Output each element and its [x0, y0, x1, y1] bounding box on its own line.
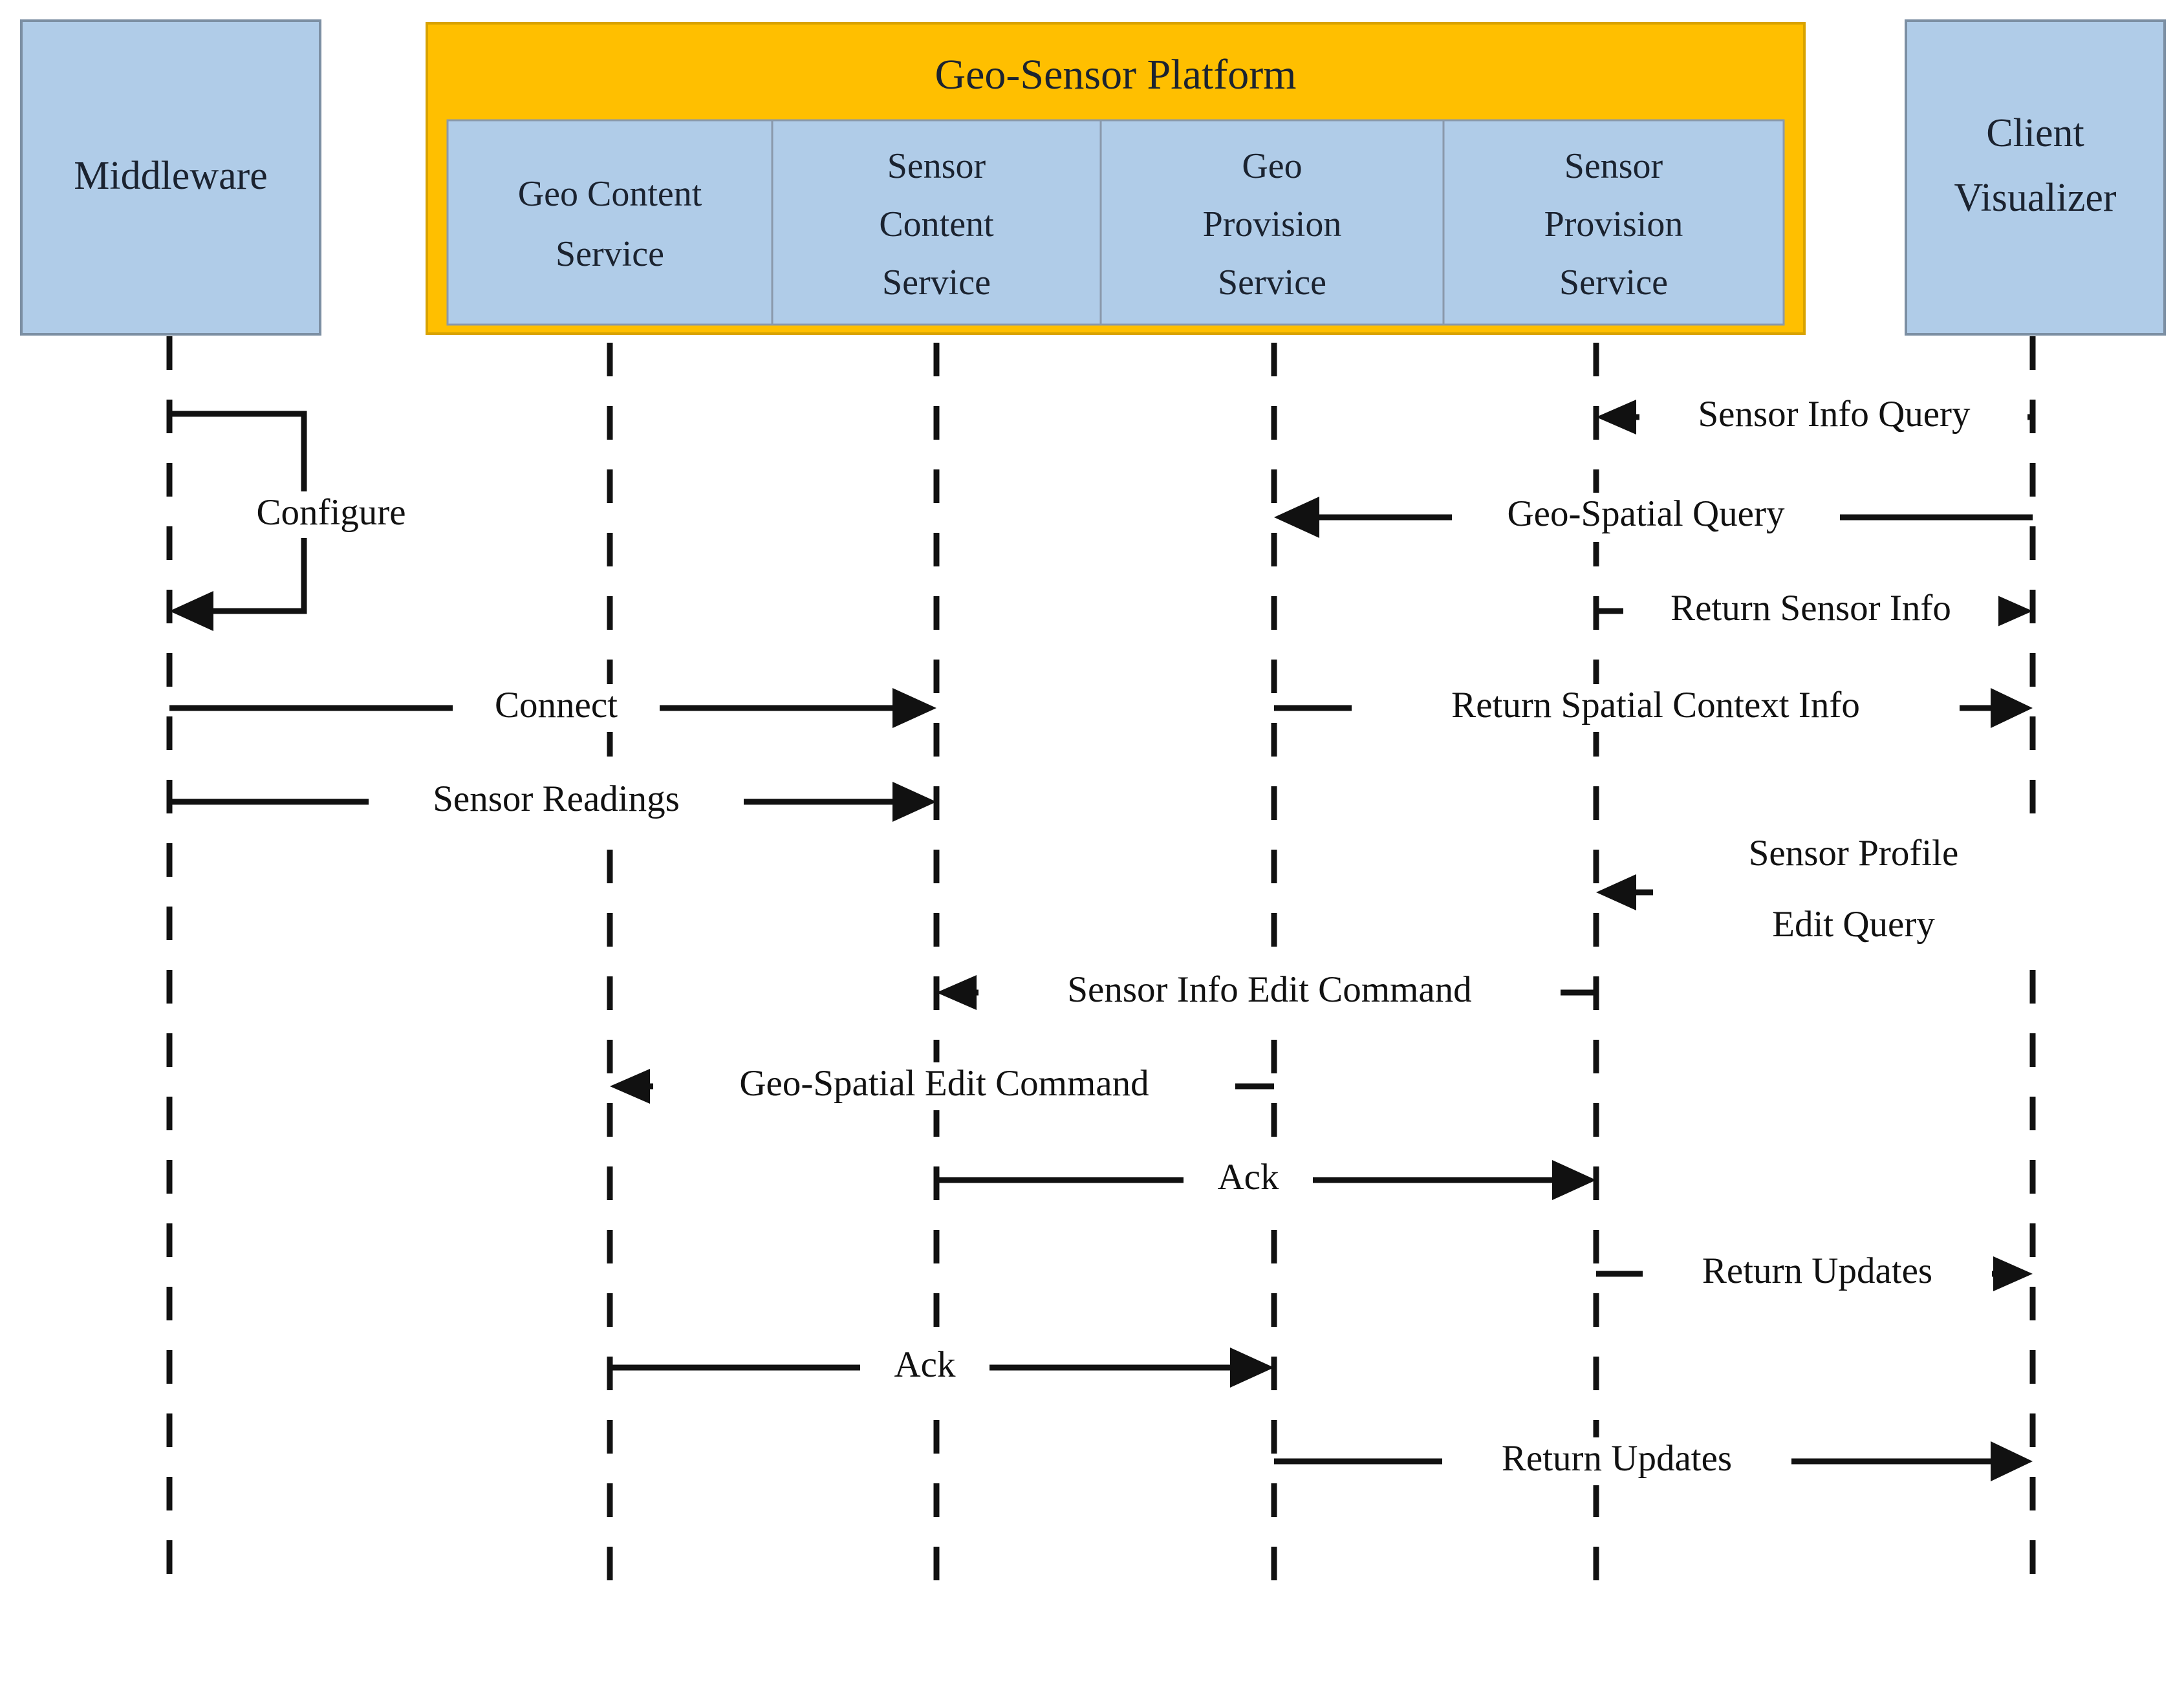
- message-return-sensor-info-label: Return Sensor Info: [1670, 588, 1951, 629]
- participant-box-middleware: [20, 19, 321, 336]
- participant-label-geo-provision-line1: Geo: [1242, 146, 1302, 186]
- message-connect[interactable]: Connect: [169, 684, 936, 732]
- message-geo-spatial-edit-command-arrowhead: [610, 1069, 650, 1104]
- message-sensor-info-edit-command-label-bg: [978, 969, 1561, 1016]
- participant-label-geo-content-line2: Service: [556, 234, 664, 274]
- message-ack-geo[interactable]: Ack: [610, 1344, 1274, 1392]
- message-sensor-readings[interactable]: Sensor Readings: [169, 778, 936, 826]
- participant-label-geo-provision-line3: Service: [1218, 263, 1326, 303]
- participant-label-sensor-content-line2: Content: [879, 204, 994, 244]
- participant-middleware[interactable]: Middleware: [20, 19, 321, 336]
- message-geo-spatial-edit-command[interactable]: Geo-Spatial Edit Command: [610, 1062, 1274, 1110]
- message-sensor-profile-edit-query-arrowhead: [1596, 874, 1636, 910]
- participant-label-sensor-content-line1: Sensor: [887, 146, 986, 186]
- message-connect-label: Connect: [495, 685, 618, 725]
- message-sensor-info-edit-command-arrowhead: [936, 975, 977, 1010]
- message-configure[interactable]: Configure: [169, 411, 472, 631]
- participant-label-sensor-provision-line3: Service: [1559, 263, 1668, 303]
- message-return-spatial-context-info-label-bg: [1352, 684, 1960, 732]
- message-sensor-info-query[interactable]: Sensor Info Query: [1596, 393, 2033, 441]
- message-return-sensor-info-arrowhead: [1993, 594, 2033, 629]
- message-return-spatial-context-info[interactable]: Return Spatial Context Info: [1274, 684, 2033, 732]
- participant-sensor-provision[interactable]: Sensor Provision Service: [1442, 119, 1785, 326]
- participant-label-sensor-content-line3: Service: [882, 263, 991, 303]
- message-return-updates-geo-arrowhead: [1991, 1441, 2033, 1481]
- message-connect-label-bg: [453, 684, 660, 732]
- participant-sensor-content[interactable]: Sensor Content Service: [771, 119, 1102, 326]
- message-sensor-info-query-label-bg: [1639, 393, 2027, 441]
- geo-sensor-platform-group[interactable]: Geo-Sensor Platform Geo Content Service …: [426, 22, 1806, 335]
- message-sensor-readings-label: Sensor Readings: [433, 779, 680, 819]
- participant-label-sensor-provision-line1: Sensor: [1564, 146, 1663, 186]
- message-sensor-info-query-label: Sensor Info Query: [1698, 394, 1971, 435]
- participant-box-client-visualizer: [1905, 19, 2166, 336]
- participant-label-sensor-provision-line2: Provision: [1544, 204, 1683, 244]
- message-geo-spatial-query[interactable]: Geo-Spatial Query: [1274, 493, 2033, 542]
- participant-box-sensor-content: [771, 119, 1102, 326]
- message-geo-spatial-query-arrowhead: [1274, 497, 1319, 538]
- message-return-updates-sensor-arrowhead: [1993, 1256, 2033, 1291]
- message-sensor-info-query-arrowhead: [1596, 400, 1636, 435]
- platform-title: Geo-Sensor Platform: [935, 51, 1296, 98]
- participant-label-client-visualizer-line2: Visualizer: [1954, 176, 2116, 220]
- participant-label-middleware: Middleware: [74, 154, 268, 198]
- participant-box-geo-provision: [1099, 119, 1445, 326]
- message-ack-sensor-label: Ack: [1218, 1157, 1279, 1198]
- message-return-spatial-context-info-arrowhead: [1991, 688, 2033, 728]
- message-geo-spatial-edit-command-label-bg: [653, 1062, 1235, 1110]
- participant-box-geo-content: [446, 119, 773, 326]
- participant-label-client-visualizer-line1: Client: [1986, 111, 2084, 155]
- message-return-updates-geo-label-bg: [1442, 1437, 1791, 1485]
- message-geo-spatial-edit-command-label: Geo-Spatial Edit Command: [739, 1063, 1149, 1104]
- message-configure-arrowhead: [169, 591, 213, 631]
- message-return-updates-sensor-label: Return Updates: [1702, 1251, 1932, 1291]
- message-sensor-info-edit-command[interactable]: Sensor Info Edit Command: [936, 969, 1596, 1016]
- message-ack-sensor-label-bg: [1184, 1156, 1313, 1204]
- message-ack-geo-label-bg: [860, 1344, 989, 1392]
- message-sensor-readings-label-bg: [369, 778, 744, 826]
- message-return-updates-sensor-label-bg: [1643, 1250, 1992, 1298]
- message-return-sensor-info-label-bg: [1623, 587, 1998, 635]
- message-sensor-readings-arrowhead: [892, 782, 936, 822]
- message-ack-geo-label: Ack: [894, 1344, 956, 1385]
- message-return-sensor-info[interactable]: Return Sensor Info: [1596, 587, 2033, 635]
- message-sensor-info-edit-command-label: Sensor Info Edit Command: [1067, 969, 1471, 1010]
- participant-geo-content[interactable]: Geo Content Service: [446, 119, 773, 326]
- message-configure-label: Configure: [256, 492, 405, 533]
- participant-geo-provision[interactable]: Geo Provision Service: [1099, 119, 1445, 326]
- lifelines-group: [166, 336, 2036, 1604]
- participant-box-sensor-provision: [1442, 119, 1785, 326]
- message-sensor-profile-edit-query[interactable]: Sensor Profile Edit Query: [1596, 822, 2054, 966]
- message-return-updates-sensor[interactable]: Return Updates: [1596, 1250, 2033, 1298]
- message-return-updates-geo[interactable]: Return Updates: [1274, 1437, 2033, 1485]
- message-connect-arrowhead: [892, 688, 936, 728]
- message-geo-spatial-query-label: Geo-Spatial Query: [1508, 493, 1785, 534]
- message-configure-label-bg: [213, 491, 472, 538]
- message-return-spatial-context-info-label: Return Spatial Context Info: [1451, 685, 1860, 725]
- message-geo-spatial-query-label-bg: [1452, 493, 1840, 542]
- message-sensor-profile-edit-query-label-line2: Edit Query: [1772, 904, 1935, 945]
- participant-label-geo-content-line1: Geo Content: [518, 174, 702, 214]
- message-sensor-profile-edit-query-label-bg: [1653, 822, 2054, 966]
- message-ack-sensor-arrowhead: [1552, 1160, 1596, 1200]
- message-ack-geo-arrowhead: [1230, 1348, 1274, 1388]
- message-return-updates-geo-label: Return Updates: [1502, 1438, 1732, 1479]
- message-ack-sensor[interactable]: Ack: [936, 1156, 1596, 1204]
- message-sensor-profile-edit-query-label-line1: Sensor Profile: [1749, 833, 1959, 874]
- participant-client-visualizer[interactable]: Client Visualizer: [1905, 19, 2166, 336]
- participant-label-geo-provision-line2: Provision: [1203, 204, 1342, 244]
